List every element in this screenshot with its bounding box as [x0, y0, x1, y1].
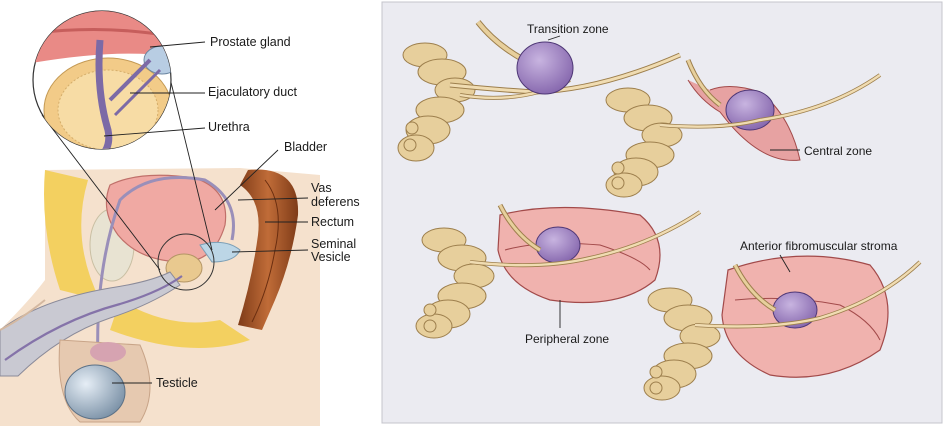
- label-urethra: Urethra: [208, 120, 250, 134]
- transition-zone-sphere: [517, 42, 573, 94]
- label-seminal-2: Vesicle: [311, 250, 351, 264]
- epididymis: [90, 342, 126, 362]
- label-central-zone: Central zone: [804, 144, 872, 158]
- label-ejaculatory-duct: Ejaculatory duct: [208, 85, 297, 99]
- label-peripheral-zone: Peripheral zone: [525, 332, 609, 346]
- label-vas-deferens-1: Vas: [311, 181, 332, 195]
- right-zones-panel: Transition zone Central zone: [382, 2, 942, 423]
- left-anatomy-panel: Prostate gland Ejaculatory duct Urethra …: [0, 10, 360, 426]
- label-anterior-fibromuscular-stroma: Anterior fibromuscular stroma: [740, 239, 898, 253]
- zoomed-inset: [20, 10, 190, 162]
- label-transition-zone: Transition zone: [527, 22, 609, 36]
- label-prostate-gland: Prostate gland: [210, 35, 291, 49]
- label-vas-deferens-2: deferens: [311, 195, 360, 209]
- label-rectum: Rectum: [311, 215, 354, 229]
- testicle-shape: [65, 365, 125, 419]
- label-bladder: Bladder: [284, 140, 327, 154]
- label-testicle: Testicle: [156, 376, 198, 390]
- label-seminal-1: Seminal: [311, 237, 356, 251]
